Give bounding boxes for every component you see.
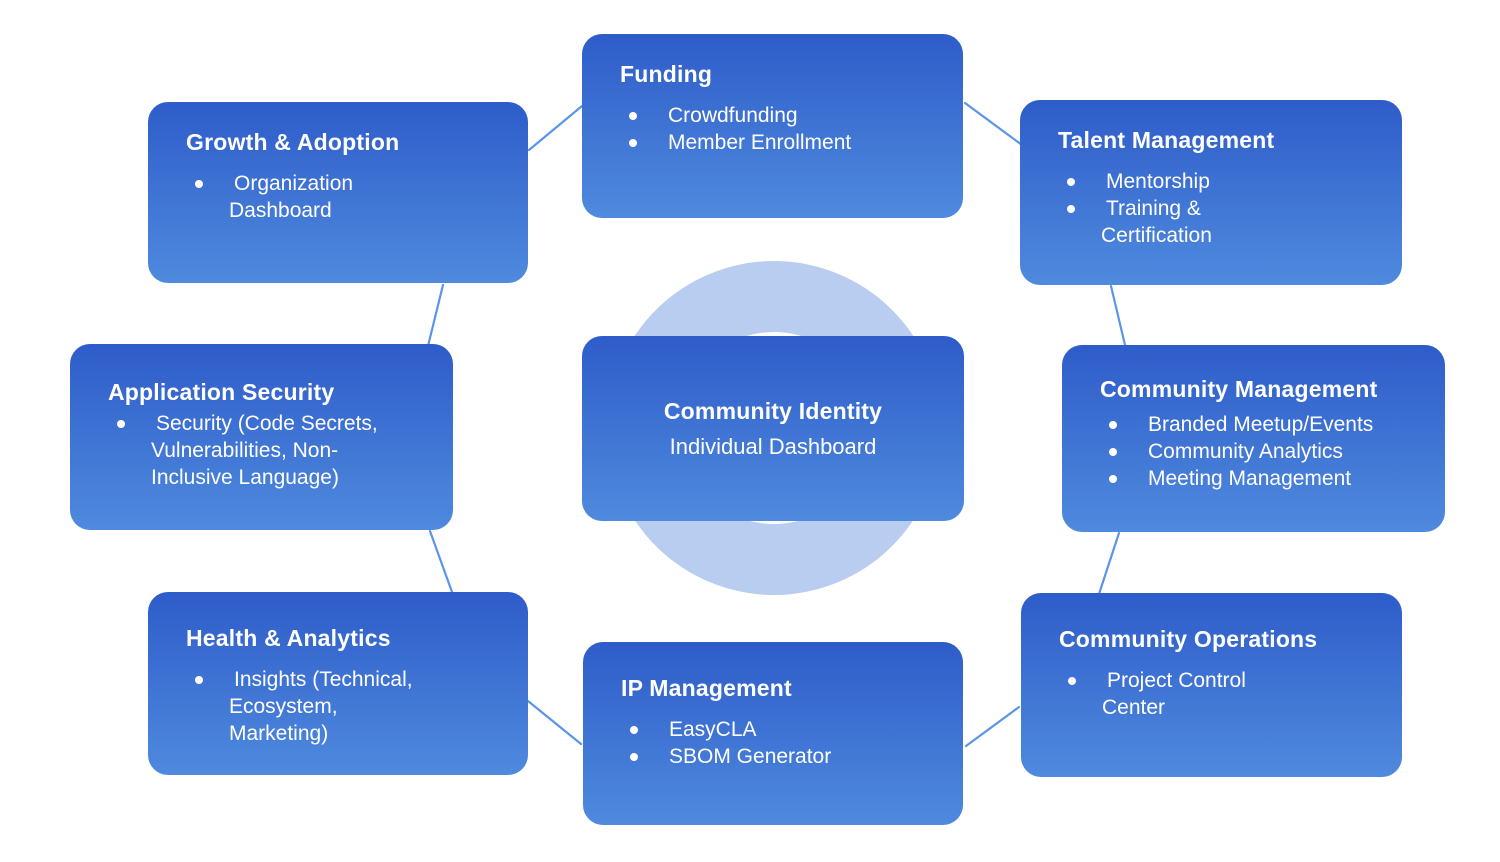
connector-commops-ip xyxy=(964,705,1021,748)
node-community-operations: Community Operations Project Control Cen… xyxy=(1021,593,1402,777)
node-title: IP Management xyxy=(621,675,792,701)
connector-funding-talent xyxy=(963,101,1024,147)
connector-lines xyxy=(426,101,1127,748)
node-community-identity: Community Identity Individual Dashboard xyxy=(582,336,964,521)
connector-growth-funding xyxy=(527,104,584,152)
bullet-list: Security (Code Secrets, Vulnerabilities,… xyxy=(108,410,423,491)
bullet-item: Security (Code Secrets, Vulnerabilities,… xyxy=(108,410,423,491)
node-title: Growth & Adoption xyxy=(186,129,400,155)
bullet-item: Crowdfunding xyxy=(620,102,933,129)
bullet-item: Branded Meetup/Events xyxy=(1100,411,1415,438)
connector-ip-health xyxy=(526,699,583,746)
node-title: Funding xyxy=(620,61,713,87)
center-title: Community Identity xyxy=(663,398,883,424)
node-application-security: Application Security Security (Code Secr… xyxy=(70,344,453,530)
node-health-analytics: Health & Analytics Insights (Technical, … xyxy=(148,592,528,775)
node-title: Talent Management xyxy=(1058,127,1275,153)
bullet-list: Mentorship Training & Certification xyxy=(1058,168,1372,249)
node-growth-adoption: Growth & Adoption Organization Dashboard xyxy=(148,102,528,283)
node-ip-management: IP Management EasyCLA SBOM Generator xyxy=(583,642,963,825)
bullet-item: SBOM Generator xyxy=(621,743,933,770)
bullet-item: Mentorship xyxy=(1058,168,1372,195)
bullet-item: Meeting Management xyxy=(1100,465,1415,492)
connector-health-appsec xyxy=(428,529,454,594)
bullet-item: Project Control Center xyxy=(1059,667,1372,721)
bullet-list: Branded Meetup/Events Community Analytic… xyxy=(1100,411,1415,492)
node-community-management: Community Management Branded Meetup/Even… xyxy=(1062,345,1445,532)
node-funding: Funding Crowdfunding Member Enrollment xyxy=(582,34,963,218)
bullet-list: EasyCLA SBOM Generator xyxy=(621,716,933,770)
bullet-list: Insights (Technical, Ecosystem, Marketin… xyxy=(186,666,498,747)
node-title: Community Operations xyxy=(1059,626,1318,652)
bullet-list: Organization Dashboard xyxy=(186,170,498,224)
center-subtitle: Individual Dashboard xyxy=(669,434,877,459)
bullet-item: Insights (Technical, Ecosystem, Marketin… xyxy=(186,666,498,747)
connector-commmgmt-commops xyxy=(1097,531,1121,596)
bullet-list: Crowdfunding Member Enrollment xyxy=(620,102,933,156)
connector-appsec-growth xyxy=(426,283,445,348)
bullet-list: Project Control Center xyxy=(1059,667,1372,721)
node-title: Health & Analytics xyxy=(186,625,391,651)
bullet-item: Member Enrollment xyxy=(620,129,933,156)
node-talent-management: Talent Management Mentorship Training & … xyxy=(1020,100,1402,285)
node-title: Community Management xyxy=(1100,376,1378,402)
node-title: Application Security xyxy=(108,379,335,405)
bullet-item: Organization Dashboard xyxy=(186,170,498,224)
bullet-item: EasyCLA xyxy=(621,716,933,743)
bullet-item: Training & Certification xyxy=(1058,195,1372,249)
connector-talent-commmgmt xyxy=(1109,284,1127,347)
bullet-item: Community Analytics xyxy=(1100,438,1415,465)
